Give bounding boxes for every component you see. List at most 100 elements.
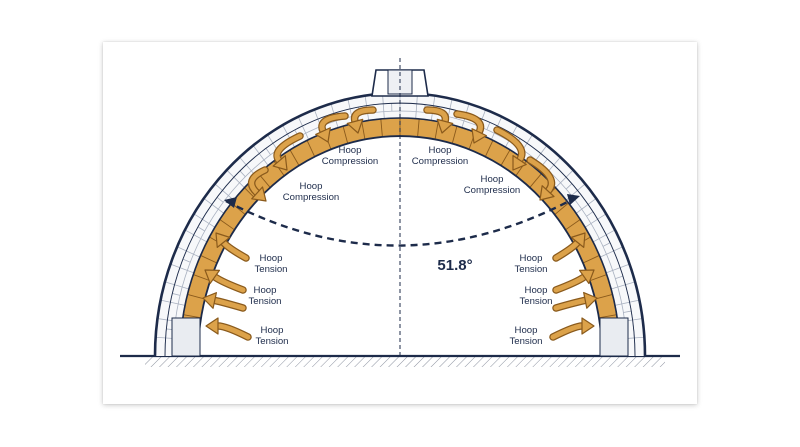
arrow-shaft (352, 107, 376, 124)
compression-arrow-upper-left (315, 112, 349, 143)
compression-label-right-line1: Hoop (481, 174, 504, 185)
base-block-right (599, 317, 629, 357)
brick-joint (584, 213, 607, 228)
tension-arrow-left-3 (202, 292, 247, 312)
gold-shell-joint (500, 149, 511, 166)
brick-joint (160, 299, 186, 306)
arrow-shaft (319, 113, 348, 134)
tension-arrow-right-4 (549, 317, 595, 341)
brick-joint-offset (239, 170, 246, 177)
compression-arrow-left (272, 132, 304, 171)
gold-shell-joint (193, 274, 211, 282)
compression-arrow-far-right (526, 156, 556, 201)
brick-joint-offset (565, 183, 573, 190)
brick-joint (610, 281, 636, 290)
arrow-head (346, 118, 364, 134)
brick-joint (184, 229, 208, 243)
tension-arrow-right-3 (552, 291, 598, 312)
brick-joint-offset (197, 226, 205, 232)
gold-shell-joint (451, 125, 458, 144)
brick-joint-offset (182, 258, 191, 263)
base-block-left (171, 317, 201, 357)
compression-arrow-top-right (423, 106, 454, 134)
angle-label: 51.8° (437, 257, 472, 274)
brick-joint (252, 145, 269, 166)
brick-joint (214, 183, 234, 201)
arrow-head (202, 292, 217, 309)
angle-arrowhead-right (567, 194, 580, 205)
gold-shell-joint (361, 121, 366, 140)
tension-label-right-1-line2: Tension (514, 264, 547, 275)
arrow-shaft (274, 133, 303, 164)
gold-shell-joint (417, 118, 420, 137)
arrow-shaft (553, 274, 587, 293)
brick-joint (193, 213, 216, 228)
tension-label-right-3-line2: Tension (509, 336, 542, 347)
arrow-shaft (424, 107, 448, 124)
arrow-head (570, 232, 586, 248)
brick-joint (605, 263, 630, 274)
tension-label-left-2-line1: Hoop (254, 285, 277, 296)
compression-arrow-upper-right (453, 110, 488, 144)
brick-joint (592, 229, 616, 243)
brick-joint (164, 281, 190, 290)
tension-label-left-2-line2: Tension (248, 296, 281, 307)
arrow-head (578, 269, 595, 285)
gold-shell-joint (289, 149, 300, 166)
brick-joint (614, 299, 640, 306)
brick-joint-offset (623, 310, 632, 313)
arrow-shaft (527, 157, 554, 194)
gold-shell-joint (306, 140, 316, 157)
tension-label-right-3-line1: Hoop (515, 325, 538, 336)
gold-shell-joint (187, 293, 205, 300)
tension-arrow-left-2 (204, 269, 247, 294)
arrow-head (272, 155, 288, 171)
brick-joint (382, 93, 385, 119)
arrow-shaft (553, 239, 581, 261)
brick-joint (170, 263, 195, 274)
tension-arrow-left-1 (215, 232, 250, 262)
tension-label-left-1-line2: Tension (254, 264, 287, 275)
brick-joint (555, 169, 574, 188)
gold-shell-joint (565, 219, 581, 231)
arrow-head (471, 128, 488, 144)
tension-label-right-2-line1: Hoop (525, 285, 548, 296)
arrow-shaft (212, 297, 246, 311)
brick-joint (297, 116, 309, 140)
gold-shell-joint (484, 140, 494, 157)
base-blocks (171, 317, 629, 357)
gold-shell-joint (219, 219, 235, 231)
tension-label-right-1-line1: Hoop (520, 253, 543, 264)
labels: Hoop Compression Hoop Compression Hoop C… (248, 145, 552, 347)
brick-joint (415, 93, 418, 119)
tension-label-right-2-line2: Tension (519, 296, 552, 307)
tension-arrow-left-4 (205, 317, 252, 341)
gold-shell-joint (529, 173, 542, 188)
gold-shell-joint (342, 125, 349, 144)
brick-joint-offset (542, 158, 548, 166)
gold-shell-joint (582, 255, 600, 264)
compression-label-upper-left-line1: Hoop (339, 145, 362, 156)
brick-joint-offset (486, 122, 491, 130)
gold-shell-joint (598, 314, 617, 319)
compression-label-left-line2: Compression (283, 192, 340, 203)
compression-label-upper-right-line1: Hoop (429, 145, 452, 156)
gold-shell-joint (554, 202, 569, 215)
arrow-head (581, 317, 595, 335)
arrow-head (205, 317, 219, 335)
brick-joint-offset (216, 196, 224, 203)
compression-label-left-line1: Hoop (300, 181, 323, 192)
angle-arc (225, 195, 578, 247)
gold-shell-joint (200, 255, 218, 264)
brick-joint-offset (615, 275, 624, 280)
brick-joint-offset (602, 242, 611, 247)
compression-label-upper-right-line2: Compression (412, 156, 469, 167)
tension-label-left-1-line1: Hoop (260, 253, 283, 264)
brick-joint (575, 198, 597, 214)
arrow-shaft (553, 297, 588, 311)
compression-arrow-top-left (346, 106, 377, 134)
arrow-shaft (215, 323, 251, 340)
gold-shell-joint (183, 314, 202, 319)
arrow-head (215, 232, 231, 248)
arrow-head (512, 154, 527, 171)
